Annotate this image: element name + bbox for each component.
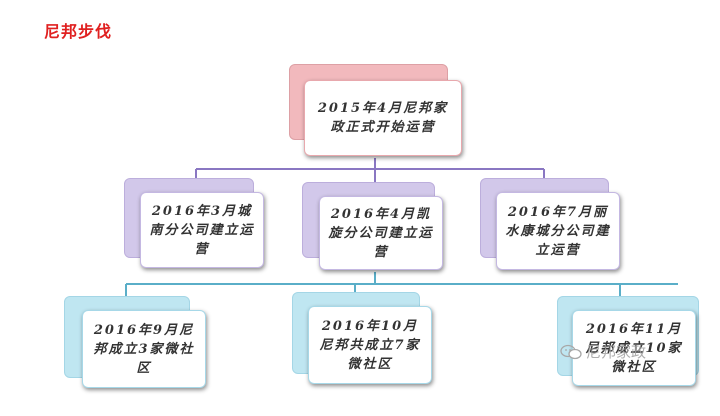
community-node-sep: 2016年9月尼邦成立3家微社区 xyxy=(82,310,206,388)
wechat-icon xyxy=(560,344,582,359)
community-node-nov: 2016年11月尼邦成立10家微社区 xyxy=(572,310,696,386)
lower-connectors xyxy=(125,272,678,297)
chart-viewport: 2015年4月尼邦家政正式开始运营 2016年3月城南分公司建立运营 2016年… xyxy=(64,64,699,388)
page-title: 尼邦步伐 xyxy=(44,22,113,41)
watermark: 尼邦家政 xyxy=(560,341,646,362)
branch-node-chengnan: 2016年3月城南分公司建立运营 xyxy=(140,192,264,268)
branch-node-kaixuan: 2016年4月凯旋分公司建立运营 xyxy=(319,196,443,270)
branch-node-lishui: 2016年7月丽水康城分公司建立运营 xyxy=(496,192,620,270)
community-node-oct: 2016年10月尼邦共成立7家微社区 xyxy=(308,306,432,384)
root-node: 2015年4月尼邦家政正式开始运营 xyxy=(304,80,462,156)
watermark-text: 尼邦家政 xyxy=(586,343,647,361)
